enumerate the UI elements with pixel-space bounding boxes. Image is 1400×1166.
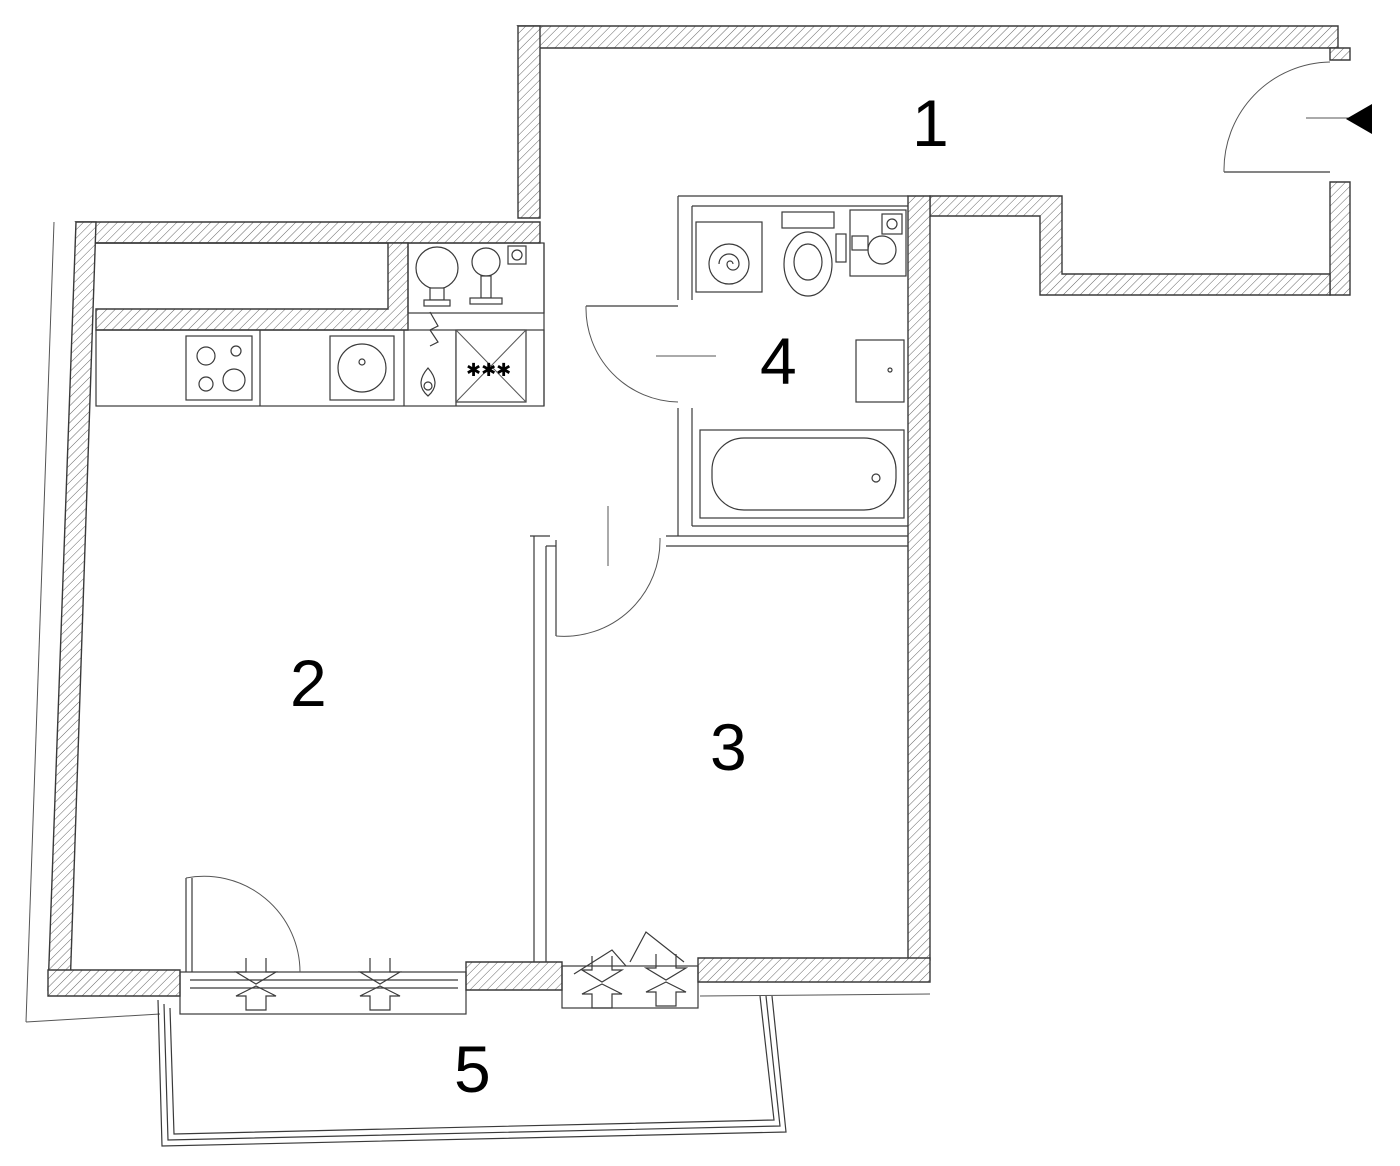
room-labels: 1 2 3 4 5 (290, 86, 949, 1106)
south-wall-left (47, 969, 181, 997)
svg-text:✱✱✱: ✱✱✱ (466, 360, 511, 381)
washbasin-cabinet-icon (855, 339, 905, 403)
cabinet-wall (95, 242, 409, 331)
outer-skin-bottom-right (699, 993, 931, 997)
hall-top-wall (516, 25, 1339, 49)
south-wall-right (697, 957, 931, 983)
cooktop-icon (185, 335, 253, 401)
balcony-outline-outer (157, 995, 787, 1147)
balcony-outline-mid (163, 995, 781, 1141)
hall-right-wall-lower (1329, 181, 1351, 296)
entrance-door-swing (1223, 61, 1331, 173)
balcony-door-swing (185, 875, 301, 973)
room-label-5: 5 (454, 1032, 491, 1106)
balcony-window-frame (561, 965, 699, 1009)
bathroom-door-swing (585, 305, 679, 403)
entrance-arrow-icon (1346, 104, 1372, 134)
boiler-icon: ✱✱✱ (455, 329, 527, 403)
outer-skin-bottom (25, 1013, 161, 1023)
room-label-2: 2 (290, 646, 327, 720)
room-label-3: 3 (710, 710, 747, 784)
fixtures: ✱✱✱ (185, 209, 907, 519)
openings (185, 61, 1366, 1011)
balcony (157, 965, 787, 1147)
hall-left-wall (517, 25, 541, 219)
room3-door-swing (555, 537, 661, 637)
toilet-icon (781, 211, 847, 297)
living-left-wall (47, 221, 97, 991)
bathroom-right-wall (907, 195, 931, 961)
walls (47, 25, 1351, 997)
room-label-1: 1 (912, 86, 949, 160)
balcony-door-frame (179, 971, 467, 1015)
south-wall-middle (465, 961, 563, 991)
kitchen-top-wall (74, 221, 541, 244)
washing-machine-icon (695, 221, 763, 293)
washbasin-icon (849, 209, 907, 277)
room-label-4: 4 (760, 324, 797, 398)
gas-meter-icon (420, 311, 439, 397)
hall-bottom-wall (929, 195, 1331, 296)
water-heater-icon (407, 242, 545, 314)
outer-skin-left (25, 221, 55, 1023)
hall-right-wall-upper (1329, 47, 1351, 61)
window-arrows-left (233, 931, 689, 1011)
balcony-outline-inner (169, 995, 775, 1135)
kitchen-sink-icon (329, 335, 395, 401)
bathtub-icon (699, 429, 905, 519)
